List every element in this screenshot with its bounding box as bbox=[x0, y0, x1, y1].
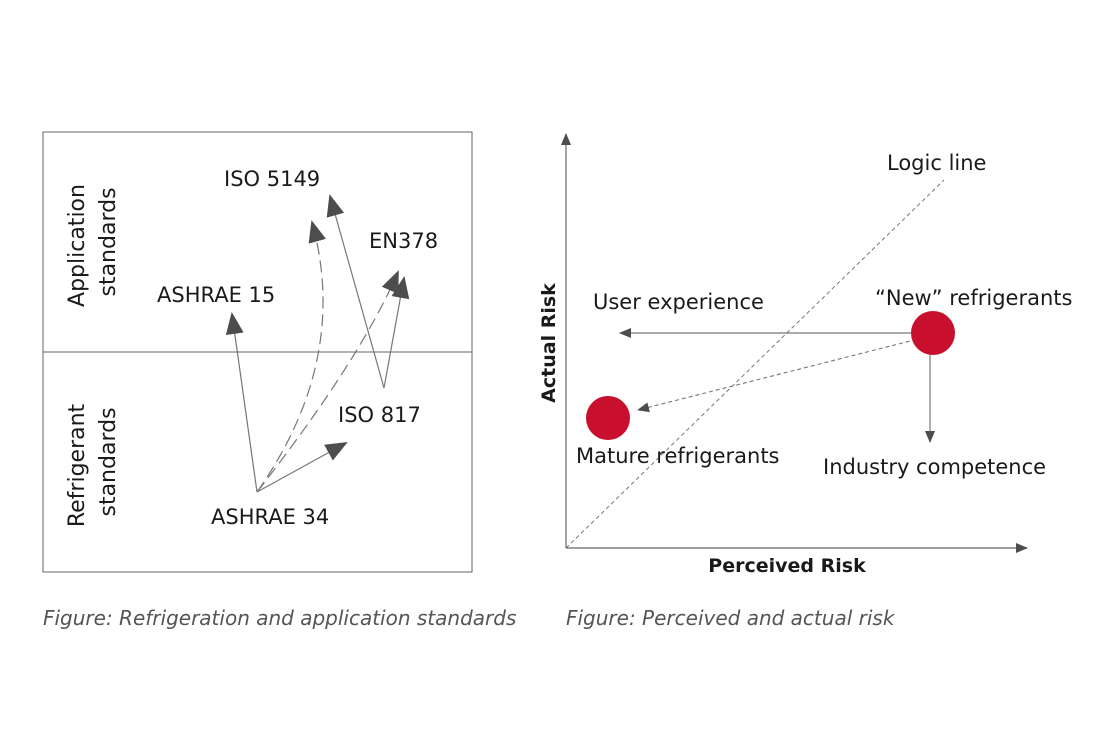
new-refrigerants-label: “New” refrigerants bbox=[875, 286, 1072, 310]
logic-line bbox=[565, 179, 945, 549]
arrow-ashrae34-to-iso5149-dashed bbox=[256, 220, 326, 493]
en378-label: EN378 bbox=[369, 229, 438, 253]
arrow-iso817-to-en378 bbox=[383, 276, 410, 389]
arrow-ashrae34-to-iso817 bbox=[256, 442, 348, 493]
mature-refrigerants-label: Mature refrigerants bbox=[576, 444, 780, 468]
application-standards-label: Application standards bbox=[65, 177, 121, 307]
logic-line-label: Logic line bbox=[887, 151, 986, 175]
iso817-label: ISO 817 bbox=[338, 403, 421, 427]
left-figure-caption: Figure: Refrigeration and application st… bbox=[43, 606, 516, 630]
risk-diagram: Logic line User experience “New” refrige… bbox=[538, 133, 1072, 630]
x-axis-label: Perceived Risk bbox=[708, 555, 866, 577]
ashrae15-label: ASHRAE 15 bbox=[157, 283, 275, 307]
user-experience-label: User experience bbox=[593, 290, 764, 314]
standards-diagram: Application standards Refrigerant standa… bbox=[42, 131, 516, 630]
arrow-ashrae34-to-en378-dashed bbox=[256, 270, 399, 493]
industry-competence-label: Industry competence bbox=[823, 455, 1046, 479]
new-refrigerants-point bbox=[911, 311, 955, 355]
ashrae34-label: ASHRAE 34 bbox=[211, 505, 329, 529]
arrow-iso817-to-iso5149 bbox=[326, 194, 385, 389]
maturation-arrow bbox=[637, 335, 931, 413]
y-axis-label: Actual Risk bbox=[538, 283, 560, 403]
mature-refrigerants-point bbox=[586, 396, 630, 440]
refrigerant-standards-label: Refrigerant standards bbox=[65, 397, 121, 527]
right-figure-caption: Figure: Perceived and actual risk bbox=[566, 606, 896, 630]
iso5149-label: ISO 5149 bbox=[224, 167, 320, 191]
arrow-ashrae34-to-ashrae15 bbox=[225, 312, 258, 493]
